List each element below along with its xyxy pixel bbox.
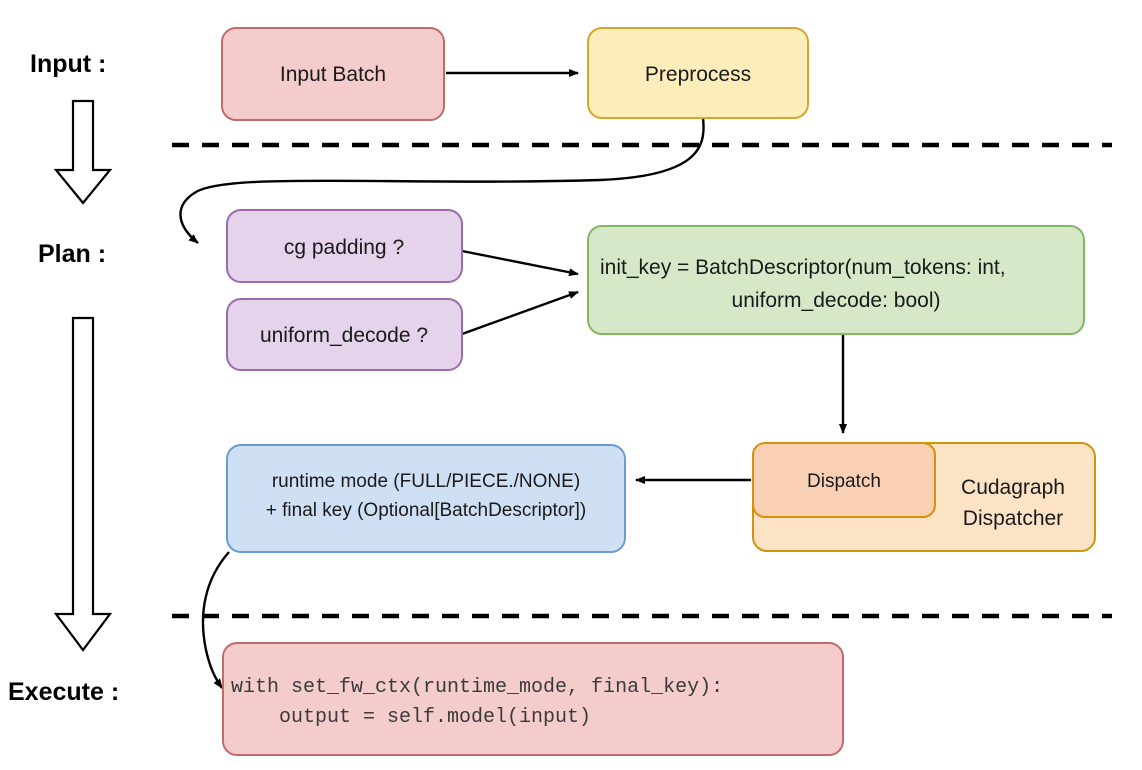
cudagraph-dispatcher-label-line2: Dispatcher — [963, 507, 1063, 530]
cg-padding-box[interactable] — [226, 209, 463, 283]
execute-code-box[interactable] — [222, 642, 844, 756]
runtime-mode-box[interactable] — [226, 444, 626, 553]
stage-label-plan: Plan : — [38, 240, 106, 268]
dispatch-box[interactable] — [752, 442, 936, 518]
uniform-decode-label: uniform_decode ? — [260, 324, 428, 347]
execute-code-line1: with set_fw_ctx(runtime_mode, final_key)… — [231, 676, 723, 699]
cg-padding-label: cg padding ? — [284, 236, 404, 259]
dispatch-label: Dispatch — [807, 471, 881, 492]
cudagraph-dispatcher-label-line1: Cudagraph — [961, 476, 1065, 499]
execute-code-line2: output = self.model(input) — [231, 706, 591, 729]
edge-runtime-mode-to-execute-code — [201, 551, 230, 689]
node-execute-code[interactable]: with set_fw_ctx(runtime_mode, final_key)… — [222, 642, 844, 756]
init-key-label-line1: init_key = BatchDescriptor(num_tokens: i… — [600, 256, 1006, 279]
init-key-label-line2: uniform_decode: bool) — [732, 289, 941, 312]
preprocess-label: Preprocess — [645, 63, 751, 86]
node-cg-padding[interactable]: cg padding ? — [226, 209, 463, 283]
init-key-box[interactable] — [587, 225, 1085, 335]
node-dispatch[interactable]: Dispatch — [752, 442, 936, 518]
plan-to-execute-arrow — [53, 316, 113, 652]
uniform-decode-box[interactable] — [226, 298, 463, 371]
input-batch-label: Input Batch — [280, 63, 386, 86]
input-batch-box[interactable] — [221, 27, 445, 121]
node-init-key[interactable]: init_key = BatchDescriptor(num_tokens: i… — [587, 225, 1085, 335]
runtime-mode-label-line2: + final key (Optional[BatchDescriptor]) — [266, 500, 587, 521]
node-input-batch[interactable]: Input Batch — [221, 27, 445, 121]
preprocess-box[interactable] — [587, 27, 809, 119]
node-uniform-decode[interactable]: uniform_decode ? — [226, 298, 463, 371]
node-preprocess[interactable]: Preprocess — [587, 27, 809, 119]
edge-preprocess-to-cg-padding — [179, 117, 705, 244]
stage-label-input: Input : — [30, 50, 106, 78]
stage-label-execute: Execute : — [8, 678, 119, 706]
edge-cg-padding-to-init-key — [461, 249, 579, 277]
runtime-mode-label-line1: runtime mode (FULL/PIECE./NONE) — [272, 471, 580, 492]
edge-uniform-decode-to-init-key — [461, 290, 579, 336]
input-to-plan-arrow — [53, 99, 113, 205]
node-runtime-mode[interactable]: runtime mode (FULL/PIECE./NONE) + final … — [226, 444, 626, 553]
